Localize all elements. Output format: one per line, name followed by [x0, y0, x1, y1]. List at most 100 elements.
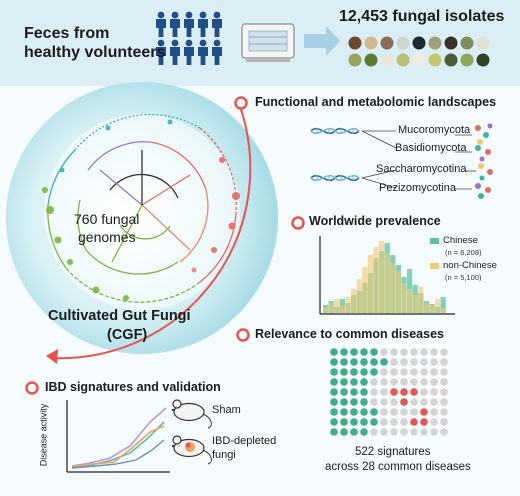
legend-swatch-non-chinese: [430, 263, 439, 269]
disease-dot: [400, 368, 408, 376]
mouse-icon-sham: [171, 399, 212, 429]
disease-dot: [440, 428, 448, 436]
disease-dot: [340, 358, 348, 366]
disease-dot: [380, 368, 388, 376]
arrow-icon: [304, 26, 340, 56]
disease-dot: [360, 428, 368, 436]
disease-dot: [400, 348, 408, 356]
ibd-sham-label: Sham: [212, 404, 241, 416]
disease-dot: [400, 358, 408, 366]
tree-center-line2: genomes: [78, 229, 136, 245]
hist-bar-non-chinese: [418, 287, 424, 313]
taxon-pezizomycotina: Pezizomycotina: [379, 182, 457, 194]
disease-dot: [330, 368, 338, 376]
disease-dot: [430, 358, 438, 366]
taxon-mucoromycota: Mucoromycota: [398, 124, 471, 136]
disease-dot: [440, 408, 448, 416]
isolates-label: 12,453 fungal isolates: [339, 8, 505, 25]
node-prevalence: [291, 216, 305, 230]
disease-dot: [370, 368, 378, 376]
disease-dot: [350, 428, 358, 436]
disease-dot: [330, 428, 338, 436]
taxon-saccharomycotina: Saccharomycotina: [376, 163, 467, 175]
hist-bar-non-chinese: [440, 308, 446, 313]
disease-dot: [440, 378, 448, 386]
disease-dot: [410, 388, 418, 396]
hist-bar-non-chinese: [401, 283, 407, 313]
phylogenetic-tree: [47, 113, 237, 303]
disease-dot: [360, 388, 368, 396]
disease-dot: [360, 358, 368, 366]
disease-dot: [380, 388, 388, 396]
disease-dot: [340, 348, 348, 356]
disease-dot: [330, 388, 338, 396]
taxa-connectors: [361, 130, 476, 190]
hist-bar-non-chinese: [323, 307, 329, 313]
disease-dot: [390, 388, 398, 396]
disease-dot: [340, 398, 348, 406]
hist-bar-chinese: [440, 297, 446, 313]
disease-dot: [370, 358, 378, 366]
disease-dot: [350, 398, 358, 406]
disease-dot: [430, 408, 438, 416]
disease-dot: [440, 418, 448, 426]
disease-dot: [360, 368, 368, 376]
hist-bar-non-chinese: [435, 299, 441, 313]
node-functional: [234, 96, 248, 110]
disease-dot: [420, 378, 428, 386]
disease-dot: [390, 368, 398, 376]
legend-non-chinese: non-Chinese: [443, 260, 497, 271]
disease-dot: [440, 398, 448, 406]
disease-dot: [410, 398, 418, 406]
hist-bar-non-chinese: [345, 297, 351, 313]
tree-tips: [42, 119, 240, 301]
disease-dot: [420, 418, 428, 426]
ibd-depleted-line2: fungi: [212, 449, 236, 461]
hist-bar-non-chinese: [356, 279, 362, 313]
disease-dot: [370, 348, 378, 356]
disease-dot: [380, 358, 388, 366]
collection-name-line1: Cultivated Gut Fungi: [48, 308, 191, 324]
hist-bar-non-chinese: [407, 289, 413, 313]
hist-bar-non-chinese: [362, 267, 368, 313]
disease-dot: [410, 428, 418, 436]
disease-dot: [420, 428, 428, 436]
disease-dot: [330, 378, 338, 386]
disease-dot: [420, 348, 428, 356]
disease-dot: [390, 398, 398, 406]
legend-chinese: Chinese: [443, 235, 478, 246]
disease-dot: [400, 388, 408, 396]
disease-dot: [340, 388, 348, 396]
disease-dot: [400, 398, 408, 406]
disease-dot: [410, 368, 418, 376]
hist-bar-non-chinese: [339, 305, 345, 313]
section-functional: Functional and metabolomic landscapes: [255, 95, 497, 109]
disease-dot: [380, 428, 388, 436]
disease-dot: [370, 428, 378, 436]
disease-dot-grid: [330, 348, 448, 436]
disease-dot: [420, 368, 428, 376]
disease-dot: [350, 388, 358, 396]
source-label-line1: Feces from: [24, 25, 110, 42]
hist-bar-non-chinese: [395, 271, 401, 313]
hist-bar-non-chinese: [429, 305, 435, 313]
signatures-line1: 522 signatures: [355, 446, 431, 458]
disease-dot: [360, 418, 368, 426]
disease-dot: [390, 348, 398, 356]
disease-dot: [350, 408, 358, 416]
flow-arc: [51, 100, 252, 360]
disease-dot: [360, 408, 368, 416]
disease-dot: [380, 378, 388, 386]
disease-dot: [410, 348, 418, 356]
disease-dot: [330, 398, 338, 406]
hist-bar-non-chinese: [367, 255, 373, 313]
disease-dot: [400, 418, 408, 426]
legend-swatch-chinese: [430, 238, 439, 244]
signatures-line2: across 28 common diseases: [325, 461, 471, 473]
disease-dot: [390, 408, 398, 416]
hist-bar-non-chinese: [373, 247, 379, 313]
ibd-y-label: Disease activity: [38, 403, 49, 467]
disease-dot: [420, 358, 428, 366]
section-ibd: IBD signatures and validation: [45, 380, 221, 394]
